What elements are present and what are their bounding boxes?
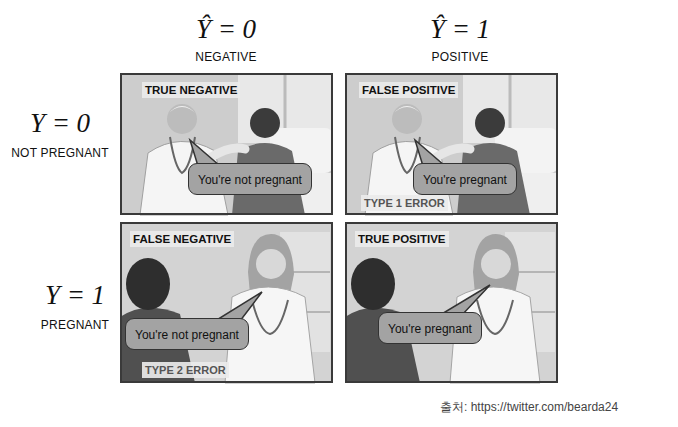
cell-heading: FALSE NEGATIVE [130, 231, 234, 247]
error-type-label: TYPE 1 ERROR [361, 195, 448, 211]
speech-bubble: You're not pregnant [125, 318, 249, 350]
speech-bubble: You're not pregnant [188, 163, 312, 195]
column-symbol: Ŷ = 0 [196, 14, 256, 44]
speech-text: You're pregnant [388, 322, 472, 336]
column-label: NEGATIVE [195, 50, 256, 64]
row-label: NOT PREGNANT [11, 146, 109, 160]
true-negative-cell: TRUE NEGATIVE You're not pregnant [120, 73, 333, 215]
speech-text: You're not pregnant [198, 173, 302, 187]
error-type-label: TYPE 2 ERROR [142, 362, 229, 378]
false-negative-photo [120, 222, 333, 383]
row-symbol: Y = 0 [30, 108, 90, 138]
row-symbol: Y = 1 [45, 280, 105, 310]
cell-heading: TRUE POSITIVE [355, 231, 449, 247]
speech-bubble: You're pregnant [413, 163, 517, 195]
cell-heading: TRUE NEGATIVE [142, 82, 240, 98]
false-positive-photo [345, 73, 558, 215]
true-positive-cell: TRUE POSITIVE You're pregnant [345, 222, 558, 383]
cell-heading: FALSE POSITIVE [359, 82, 458, 98]
column-symbol: Ŷ = 1 [430, 14, 490, 44]
speech-text: You're pregnant [423, 173, 507, 187]
true-positive-photo [345, 222, 558, 383]
column-label: POSITIVE [432, 50, 489, 64]
true-negative-photo [120, 73, 333, 215]
bubble-tail [440, 285, 490, 315]
false-negative-cell: FALSE NEGATIVE TYPE 2 ERROR You're not pre… [120, 222, 333, 383]
row-label: PREGNANT [41, 318, 109, 332]
source-caption: 출처: https://twitter.com/bearda24 [440, 400, 618, 415]
false-positive-cell: FALSE POSITIVE TYPE 1 ERROR You're pregnan… [345, 73, 558, 215]
speech-bubble: You're pregnant [378, 312, 482, 344]
speech-text: You're not pregnant [135, 328, 239, 342]
bubble-tail [215, 292, 262, 321]
